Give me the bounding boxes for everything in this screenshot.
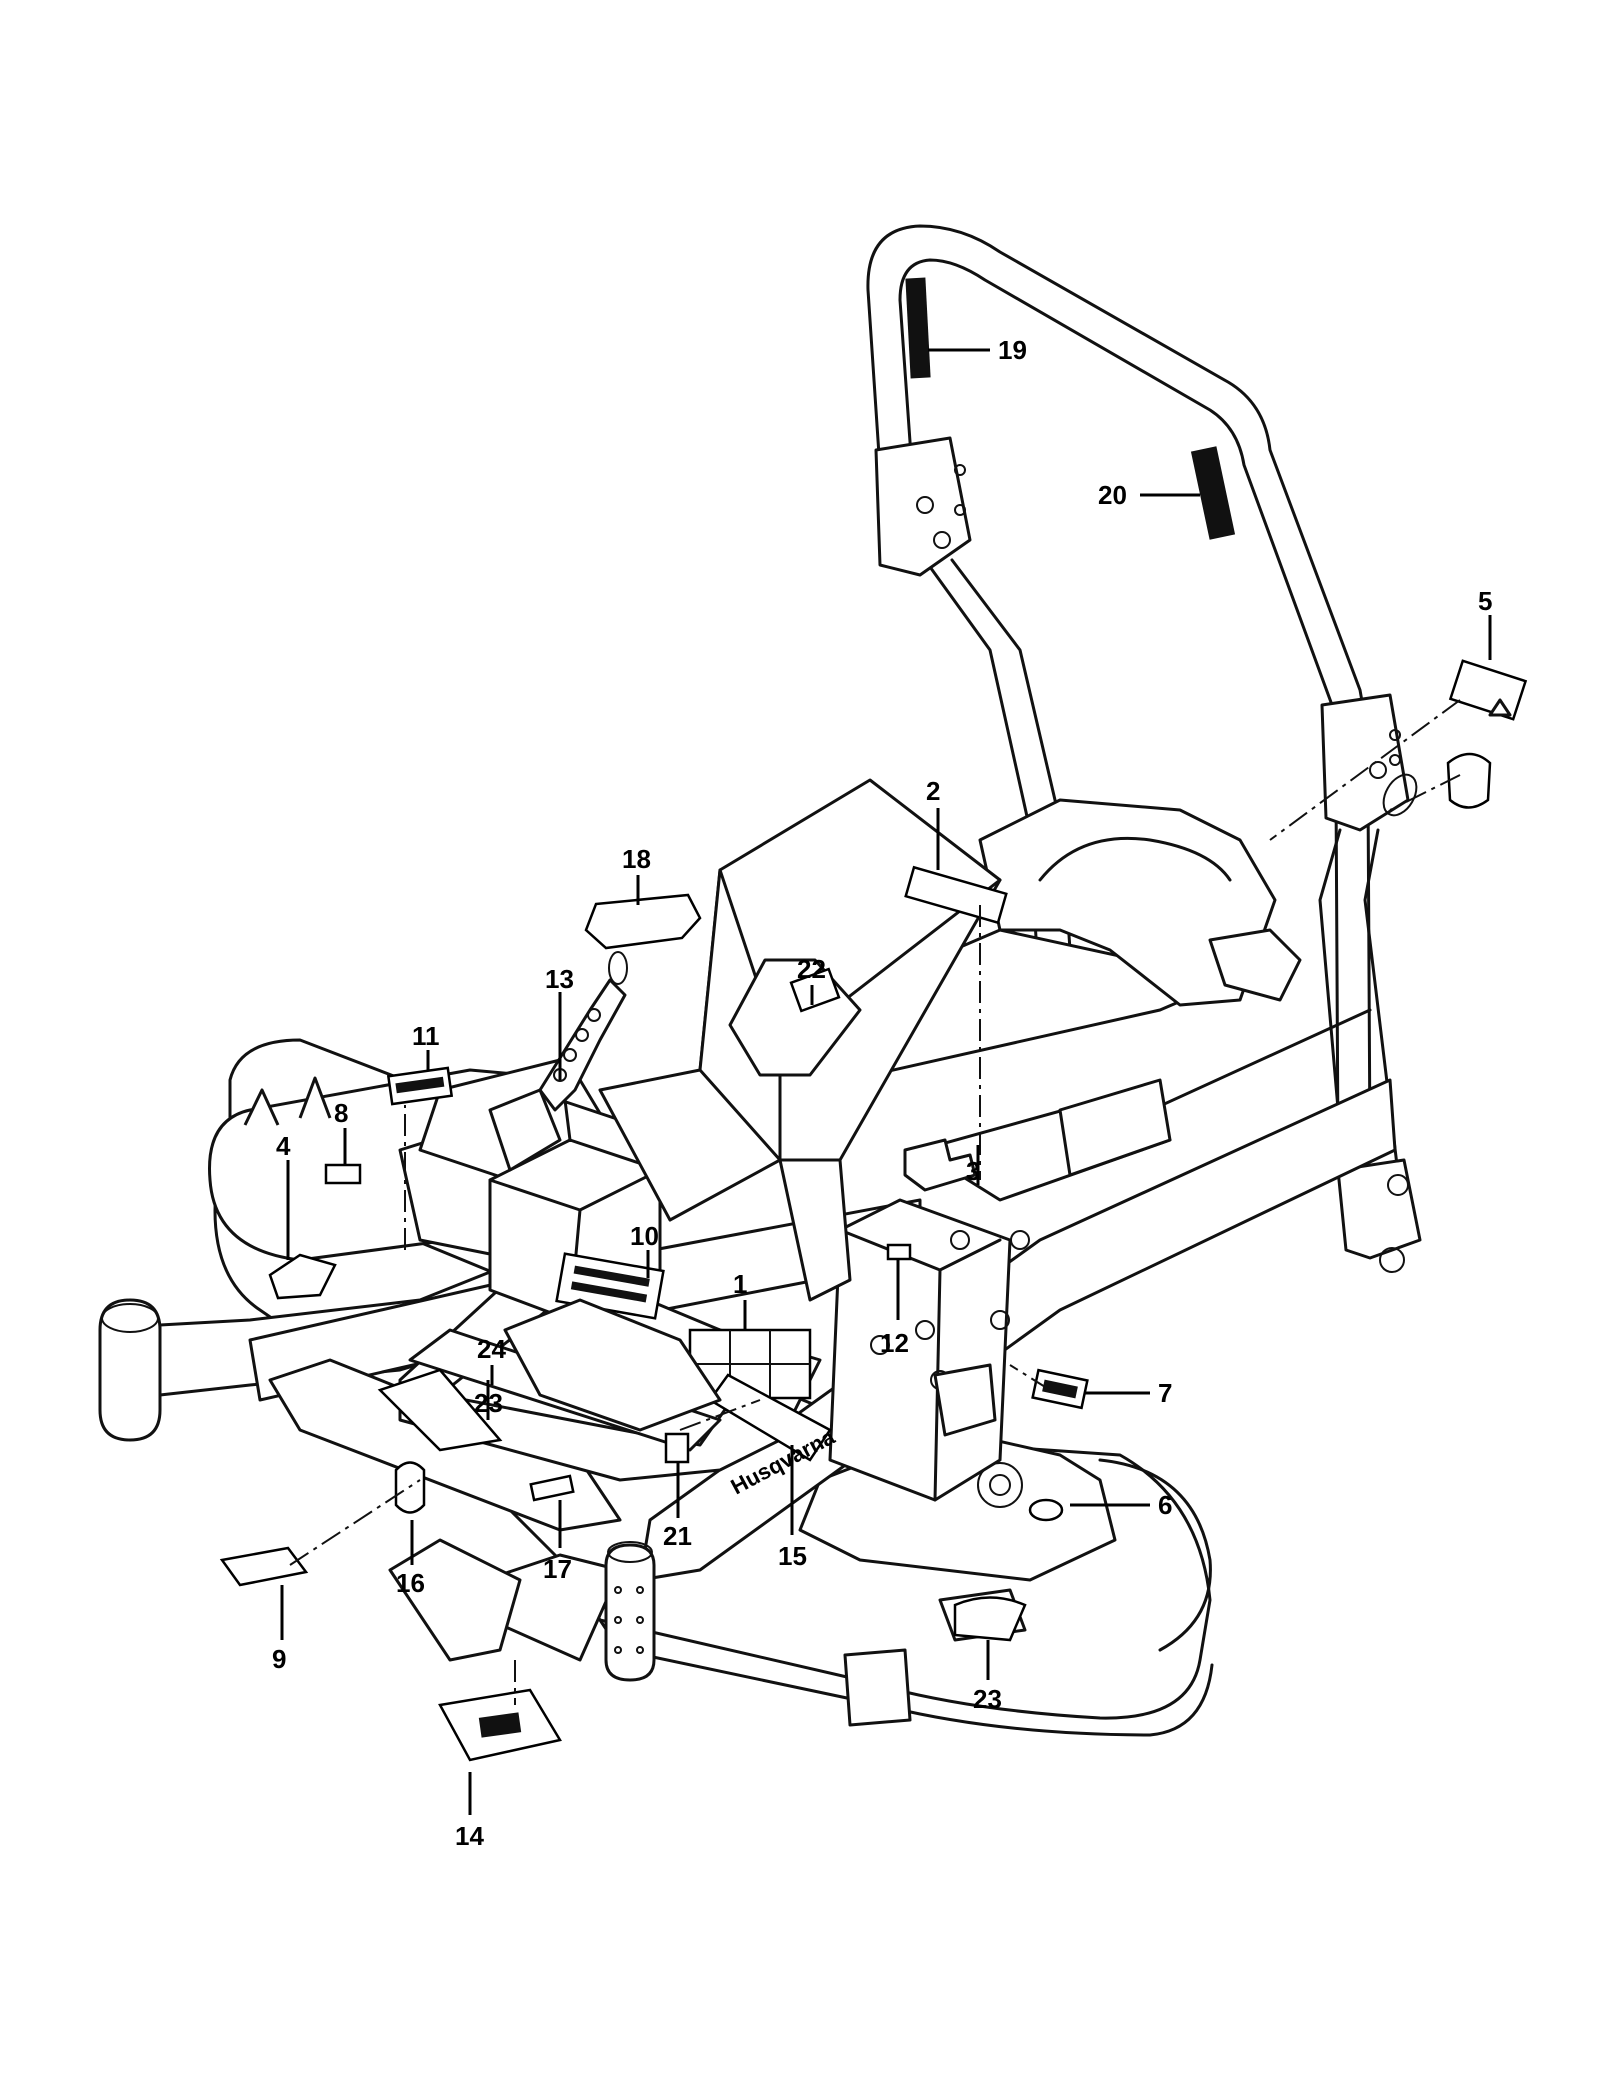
callout-15: 15	[778, 1541, 807, 1571]
decal-21	[664, 1432, 690, 1464]
decal-9	[219, 1546, 309, 1587]
decal-8	[324, 1163, 362, 1185]
callout-2: 2	[926, 776, 940, 806]
logo-decal	[1446, 752, 1492, 809]
callout-7: 7	[1158, 1378, 1172, 1408]
callout-23-left: 23	[474, 1388, 503, 1418]
decal-18	[584, 893, 702, 950]
callout-22: 22	[797, 954, 826, 984]
decal-5	[1448, 659, 1528, 721]
assembly-dashed-lines	[289, 699, 1461, 1705]
callout-20: 20	[1098, 480, 1127, 510]
decal-20	[1190, 446, 1236, 540]
leader-lines	[280, 348, 1492, 1815]
decal-12	[886, 1243, 912, 1261]
callout-6: 6	[1158, 1490, 1172, 1520]
callout-numbers: 1 2 3 4 5 6 7 8 9 10 11 12 13 14 15 16 1…	[272, 335, 1492, 1851]
callout-10: 10	[630, 1221, 659, 1251]
callout-19: 19	[998, 335, 1027, 365]
decal-22	[789, 967, 841, 1013]
callout-5: 5	[1478, 586, 1492, 616]
callout-14: 14	[455, 1821, 484, 1851]
callout-1: 1	[733, 1269, 747, 1299]
decal-17	[529, 1474, 575, 1502]
callout-13: 13	[545, 964, 574, 994]
callout-4: 4	[276, 1131, 291, 1161]
callout-18: 18	[622, 844, 651, 874]
callout-11: 11	[412, 1021, 440, 1051]
callout-21: 21	[663, 1521, 692, 1551]
callout-24: 24	[477, 1334, 506, 1364]
callout-8: 8	[334, 1098, 348, 1128]
callout-16: 16	[396, 1568, 425, 1598]
callout-23-right: 23	[973, 1684, 1002, 1714]
callout-9: 9	[272, 1644, 286, 1674]
decal-2	[904, 865, 1008, 925]
callout-3: 3	[966, 1156, 980, 1186]
rops-bar	[866, 224, 1422, 1273]
decal-23-right	[953, 1596, 1027, 1642]
decal-6	[1028, 1498, 1064, 1522]
callout-12: 12	[880, 1328, 909, 1358]
callout-17: 17	[543, 1554, 572, 1584]
decal-19	[905, 277, 931, 379]
decal-24	[503, 1298, 722, 1432]
decal-4	[268, 1253, 337, 1300]
height-adjust-lever	[488, 951, 628, 1172]
decal-23-left	[377, 1368, 503, 1452]
